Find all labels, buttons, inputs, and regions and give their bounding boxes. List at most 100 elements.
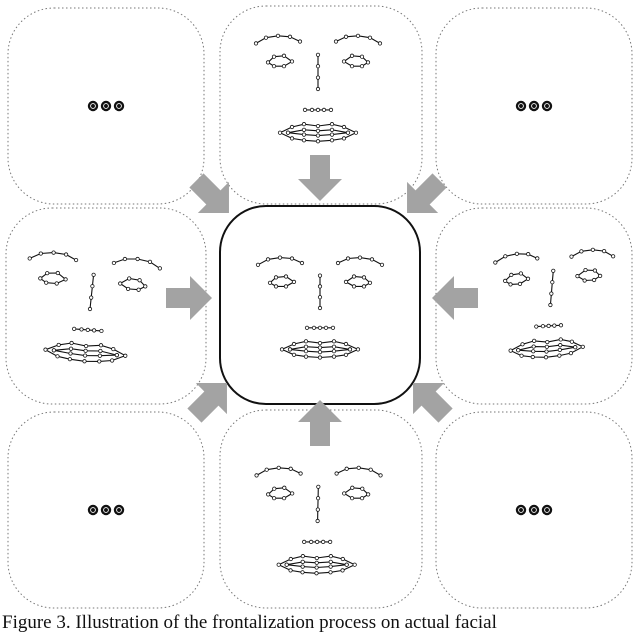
landmark-point <box>303 354 309 359</box>
landmark-point <box>273 284 279 289</box>
landmark-point <box>359 496 365 501</box>
ellipsis-dot <box>541 504 553 516</box>
landmark-point <box>97 359 102 364</box>
landmark-point <box>328 554 333 559</box>
landmark-point <box>575 274 580 279</box>
landmark-point <box>56 342 61 348</box>
landmark-point <box>602 249 607 254</box>
landmark-point <box>300 564 305 569</box>
landmark-point <box>284 562 289 567</box>
landmark-point <box>299 260 305 266</box>
landmark-point <box>279 347 285 352</box>
landmark-point <box>311 325 317 330</box>
ellipsis-dot <box>87 504 99 516</box>
landmark-point <box>514 251 519 256</box>
landmark-point <box>98 343 104 348</box>
landmark-point <box>361 284 367 289</box>
landmark-point <box>317 273 323 278</box>
landmark-point <box>123 353 128 358</box>
face-center <box>255 255 385 360</box>
landmark-point <box>331 349 337 354</box>
landmark-point <box>377 41 383 46</box>
ellipsis-dot-ring <box>544 103 550 109</box>
landmark-point <box>317 295 323 300</box>
landmark-point <box>569 339 575 344</box>
landmark-point <box>303 349 309 354</box>
landmark-point <box>340 568 345 573</box>
landmark-point <box>271 64 277 69</box>
landmark-point <box>291 341 297 347</box>
landmark-point <box>43 347 48 352</box>
landmark-point <box>309 539 314 545</box>
landmark-point <box>317 325 323 330</box>
landmark-point <box>557 353 562 358</box>
landmark-point <box>316 484 321 489</box>
landmark-point <box>315 128 321 133</box>
landmark-point <box>281 496 287 501</box>
arrow-from-bottom <box>298 400 342 446</box>
landmark-point <box>366 492 371 497</box>
landmark-point <box>255 262 261 267</box>
landmark-point <box>548 302 553 308</box>
landmark-point <box>543 355 549 360</box>
landmark-point <box>544 349 549 354</box>
landmark-point <box>532 338 537 343</box>
landmark-point <box>353 130 359 135</box>
landmark-point <box>137 278 142 283</box>
face-top-center <box>253 33 383 144</box>
arrow-from-right <box>432 276 478 320</box>
landmark-point <box>341 124 347 130</box>
landmark-point <box>264 467 269 472</box>
landmark-point <box>291 352 297 357</box>
landmark-point <box>352 562 357 567</box>
landmark-point <box>351 284 357 289</box>
landmark-point <box>89 295 94 300</box>
landmark-point <box>309 107 315 113</box>
landmark-point <box>568 350 574 356</box>
landmark-point <box>345 130 351 135</box>
landmark-point <box>55 354 60 359</box>
landmark-point <box>118 281 123 286</box>
arrow-shape <box>298 400 342 446</box>
landmark-point <box>359 54 365 59</box>
landmark-point <box>328 559 333 564</box>
landmark-point <box>253 41 259 46</box>
landmark-point <box>314 555 319 561</box>
landmark-point <box>314 565 319 570</box>
landmark-point <box>122 256 128 262</box>
landmark-point <box>254 473 259 478</box>
landmark-point <box>333 39 339 44</box>
landmark-point <box>350 485 355 490</box>
landmark-point <box>82 359 87 364</box>
landmark-point <box>281 64 287 69</box>
landmark-point <box>301 127 307 132</box>
landmark-point <box>345 256 351 261</box>
landmark-point <box>329 122 335 127</box>
ellipsis-dot-ring <box>518 103 524 109</box>
landmark-point <box>580 344 585 349</box>
landmark-point <box>343 352 349 357</box>
landmark-point <box>273 275 279 280</box>
ellipsis-dot <box>113 504 125 516</box>
landmark-point <box>90 284 95 289</box>
landmark-point <box>508 282 513 287</box>
landmark-point <box>557 347 562 352</box>
landmark-point <box>558 323 564 328</box>
face-middle-left <box>27 250 162 364</box>
landmark-point <box>359 64 365 69</box>
landmark-point <box>341 59 347 64</box>
landmark-point <box>592 277 597 283</box>
landmark-point <box>357 255 363 260</box>
landmark-point <box>275 33 281 38</box>
landmark-point <box>379 262 385 267</box>
arrow-from-bottom-right <box>413 383 453 423</box>
ellipsis-dot-ring <box>103 507 109 513</box>
landmark-point <box>111 260 117 266</box>
arrow-shape <box>298 155 342 201</box>
landmark-point <box>38 276 43 281</box>
landmark-point <box>68 351 73 356</box>
face-middle-right <box>493 247 616 360</box>
arrow-from-left <box>166 276 212 320</box>
landmark-point <box>302 107 308 113</box>
landmark-point <box>289 256 295 261</box>
